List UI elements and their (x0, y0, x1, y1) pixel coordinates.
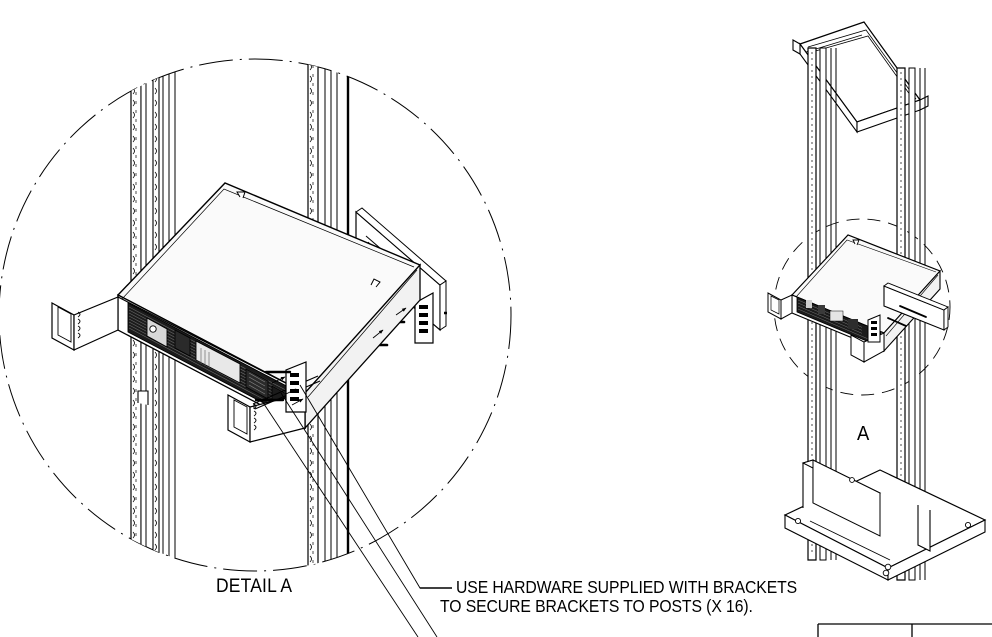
hardware-arrows (271, 307, 407, 406)
rack-base-foot (783, 459, 987, 581)
section-a-label: A (857, 423, 870, 445)
detail-contents (51, 59, 447, 571)
assembly-ear-left (767, 292, 793, 320)
title-block-frame (817, 623, 992, 637)
detail-circle-boundary (0, 58, 512, 572)
callout-text-line-2: TO SECURE BRACKETS TO POSTS (X 16). (440, 596, 753, 616)
assembly-bracket-right (867, 282, 949, 343)
assembly-view-group (767, 21, 987, 581)
detail-view-group (0, 58, 512, 572)
server-chassis (51, 182, 422, 444)
detail-a-label: DETAIL A (216, 576, 293, 597)
bracket-hardware-left (254, 361, 307, 413)
leader-lines (261, 384, 452, 637)
callout-text-line-1: USE HARDWARE SUPPLIED WITH BRACKETS (456, 577, 798, 597)
mounting-ear-left (51, 296, 119, 352)
